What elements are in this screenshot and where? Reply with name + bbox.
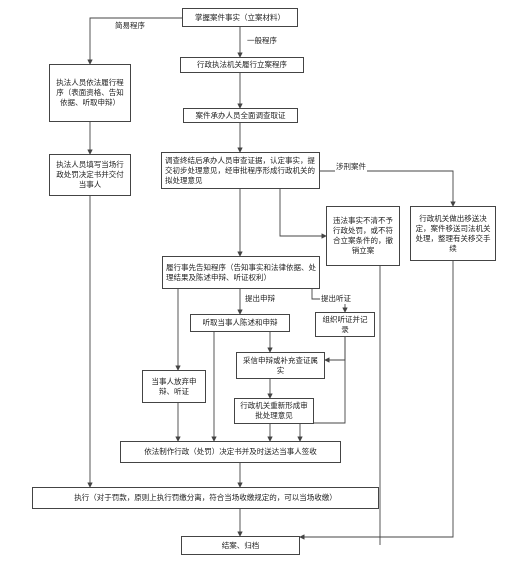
node-file-case: 行政执法机关履行立案程序 — [180, 57, 304, 73]
node-organize-hearing: 组织听证并记录 — [315, 312, 375, 337]
node-hear-defense: 听取当事人陈述和申辩 — [190, 314, 290, 332]
label-simple-procedure: 简易程序 — [114, 21, 146, 31]
node-execute: 执行（对于罚款，原则上执行罚缴分离，符合当场收缴规定的，可以当场收缴） — [32, 487, 379, 509]
node-adopt-verify: 采信申辩或补充查证属实 — [236, 352, 325, 379]
label-raise-hearing: 提出听证 — [320, 294, 352, 304]
node-transfer: 行政机关做出移送决定，案件移送司法机关处理，整理有关移交手续 — [410, 206, 496, 261]
node-review: 调查终结后承办人员审查证据，认定事实，提交初步处理意见，经审批程序形成行政机关的… — [161, 152, 320, 189]
node-close: 结案、归档 — [181, 536, 300, 555]
node-simple-step1: 执法人员依法履行程序（表面资格、告知依据、听取申辩） — [49, 64, 131, 122]
node-re-form: 行政机关重新形成审批处理意见 — [234, 398, 314, 424]
node-decision: 依法制作行政（处罚）决定书并及时送达当事人签收 — [120, 441, 341, 463]
node-grasp-facts: 掌握案件事实（立案材料） — [182, 8, 298, 27]
node-notify: 履行事先告知程序（告知事实和法律依据、处理结果及陈述申辩、听证权利） — [162, 256, 320, 289]
node-no-penalty: 违法事实不清不予行政处罚，或不符合立案条件的，撤销立案 — [326, 206, 400, 266]
node-investigate: 案件承办人员全面调查取证 — [183, 108, 298, 123]
node-waive: 当事人放弃申辩、听证 — [142, 370, 206, 403]
node-simple-step2: 执法人员填写当场行政处罚决定书并交付当事人 — [49, 154, 131, 196]
label-general-procedure: 一般程序 — [246, 36, 278, 46]
label-criminal-case: 涉刑案件 — [335, 162, 367, 172]
label-raise-defense: 提出申辩 — [244, 294, 276, 304]
